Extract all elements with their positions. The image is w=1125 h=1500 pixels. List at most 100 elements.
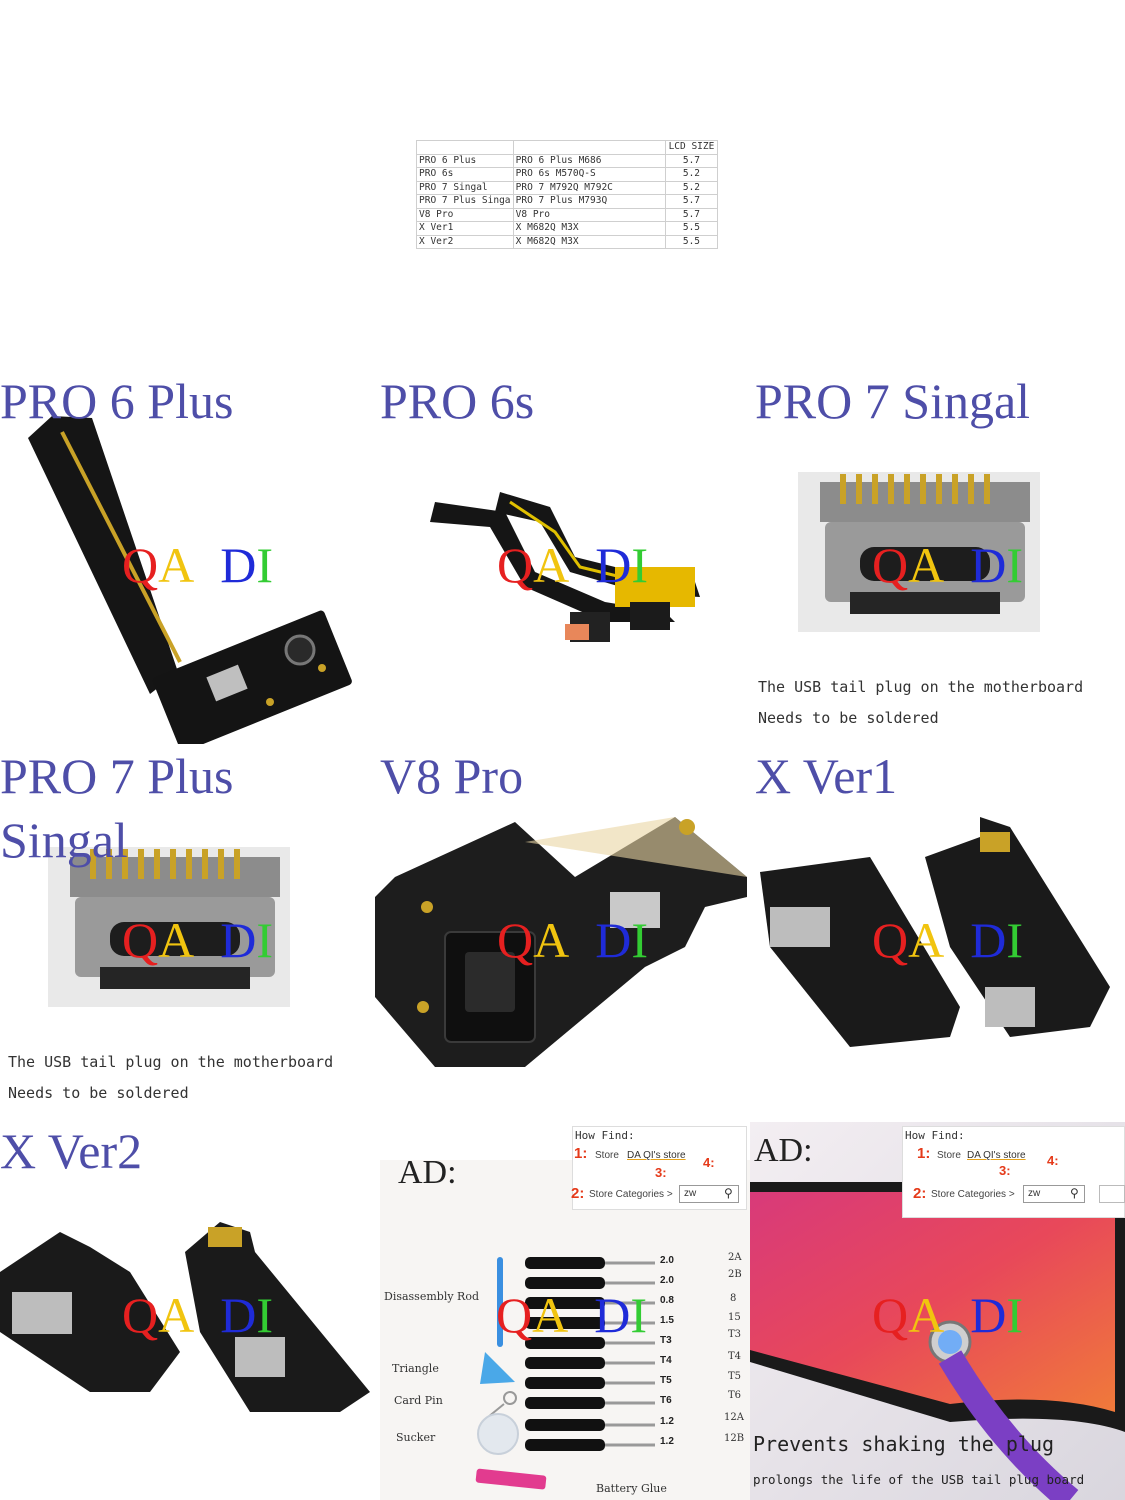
step-label: Store (595, 1150, 619, 1161)
step-number: 3: (655, 1165, 667, 1180)
product-title: X Ver2 (0, 1123, 143, 1179)
charging-board-image (0, 1222, 370, 1412)
bit-label: T4 (660, 1355, 672, 1366)
table-row: X Ver1 X M682Q M3X 5.5 (416, 221, 719, 236)
size-label: 2A (728, 1252, 742, 1263)
table-cell: X M682Q M3X (512, 234, 666, 249)
store-name-link[interactable]: DA QI's store (967, 1150, 1026, 1161)
step-number: 1: (917, 1145, 931, 1162)
tool-label: Triangle (392, 1362, 439, 1375)
table-cell: 5.5 (664, 221, 719, 236)
magnifier-icon[interactable]: ⚲ (1070, 1186, 1079, 1200)
step-number: 4: (1047, 1153, 1059, 1168)
table-cell: X Ver1 (416, 221, 514, 236)
solder-note: The USB tail plug on the motherboard Nee… (758, 678, 1084, 727)
table-cell: PRO 7 Plus Singa (416, 194, 514, 209)
store-name-link[interactable]: DA QI's store (627, 1150, 686, 1161)
usb-port-image (798, 472, 1040, 632)
table-cell: PRO 7 Singal (416, 180, 514, 195)
size-label: T4 (728, 1351, 742, 1362)
bit-label: 1.5 (660, 1315, 674, 1326)
cable-caption-sub: prolongs the life of the USB tail plug b… (753, 1472, 1085, 1487)
product-title: PRO 7 Singal (755, 373, 1031, 429)
how-find-title: How Find: (905, 1129, 965, 1142)
bit-label: T6 (660, 1395, 672, 1406)
tool-label: Sucker (396, 1431, 436, 1444)
product-title: X Ver1 (755, 748, 898, 804)
size-label: 12A (724, 1412, 744, 1423)
ad-cable-panel[interactable]: AD: How Find: 1: Store DA QI's store 3: … (750, 1122, 1125, 1500)
solder-note: The USB tail plug on the motherboard Nee… (8, 1053, 334, 1102)
ad-tool-kit-panel[interactable]: AD: How Find: 1: Store DA QI's store 3: … (380, 1122, 750, 1500)
bit-label: 2.0 (660, 1275, 674, 1286)
table-cell: PRO 7 Plus M793Q (512, 194, 666, 209)
table-cell: X Ver2 (416, 234, 514, 249)
store-search-input[interactable]: zw (1023, 1185, 1085, 1203)
size-label: 15 (728, 1312, 741, 1323)
bit-label: 2.0 (660, 1255, 674, 1266)
magnifier-icon[interactable]: ⚲ (724, 1186, 733, 1200)
step-label: Store (937, 1150, 961, 1161)
tool-label: Disassembly Rod (384, 1290, 479, 1303)
size-label: 12B (724, 1433, 745, 1444)
ad-label: AD: (398, 1154, 457, 1191)
bit-label: 1.2 (660, 1416, 674, 1427)
table-cell: LCD SIZE (664, 140, 719, 155)
size-label: 2B (728, 1269, 742, 1280)
bit-label: 1.2 (660, 1436, 674, 1447)
table-cell: V8 Pro (416, 207, 514, 222)
table-cell: 5.5 (664, 234, 719, 249)
table-cell: PRO 6s (416, 167, 514, 182)
step-number: 1: (574, 1145, 588, 1162)
table-cell: PRO 6 Plus (416, 153, 514, 168)
table-row: X Ver2 X M682Q M3X 5.5 (416, 234, 719, 249)
table-row: PRO 7 Plus Singa PRO 7 Plus M793Q 5.7 (416, 194, 719, 209)
product-title: PRO 6 Plus (0, 373, 234, 429)
tool-kit-image (475, 1257, 655, 1490)
charging-board-image (375, 817, 747, 1067)
table-cell: X M682Q M3X (512, 221, 666, 236)
tool-label: Battery Glue (596, 1482, 667, 1495)
cable-caption-main: Prevents shaking the plug (753, 1432, 1055, 1456)
table-cell: 5.2 (664, 180, 719, 195)
table-cell: 5.7 (664, 207, 719, 222)
charging-board-image (760, 817, 1110, 1047)
product-title: V8 Pro (380, 748, 524, 804)
step-number: 3: (999, 1163, 1011, 1178)
table-cell: 5.7 (664, 153, 719, 168)
product-title: PRO 6s (380, 373, 535, 429)
table-cell (416, 140, 514, 155)
store-search-input[interactable]: zw (679, 1185, 739, 1203)
size-label: T5 (728, 1371, 742, 1382)
table-cell: 5.7 (664, 194, 719, 209)
store-categories-link[interactable]: Store Categories > (589, 1189, 673, 1200)
flex-cable-image (28, 416, 352, 744)
how-find-box: How Find: 1: Store DA QI's store 3: 4: 2… (902, 1126, 1125, 1218)
size-label: 8 (730, 1293, 737, 1304)
size-label: T6 (728, 1390, 742, 1401)
step-number: 4: (703, 1155, 715, 1170)
step-number: 2: (571, 1185, 585, 1202)
bit-label: 0.8 (660, 1295, 674, 1306)
table-row: V8 Pro V8 Pro 5.7 (416, 207, 719, 222)
bit-label: T3 (660, 1335, 672, 1346)
store-categories-link[interactable]: Store Categories > (931, 1189, 1015, 1200)
step-number: 2: (913, 1185, 927, 1202)
table-cell: 5.2 (664, 167, 719, 182)
lcd-size-table: LCD SIZE PRO 6 Plus PRO 6 Plus M686 5.7 … (416, 140, 719, 249)
table-cell: PRO 6s M570Q-S (512, 167, 666, 182)
flex-cable-image (430, 492, 700, 642)
table-row: PRO 6s PRO 6s M570Q-S 5.2 (416, 167, 719, 182)
